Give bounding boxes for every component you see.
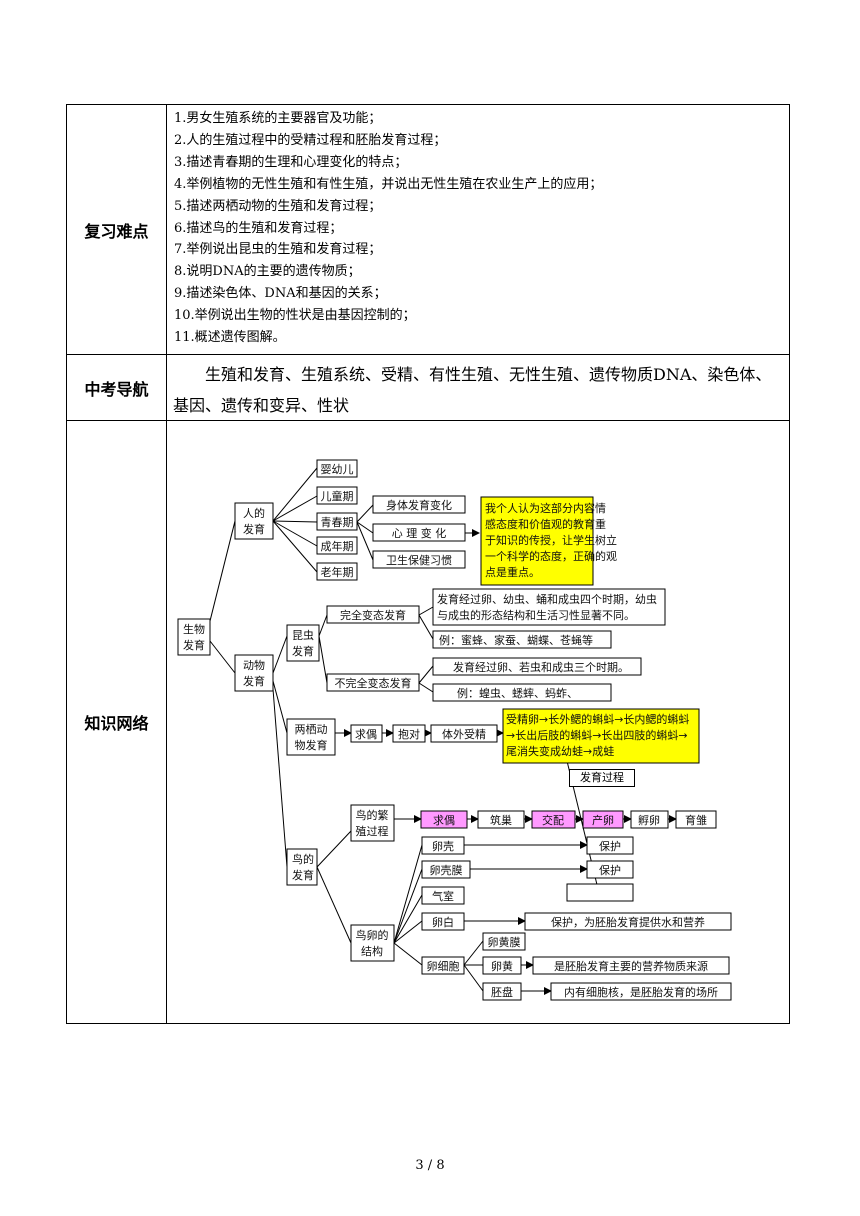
- difficulty-row: 复习难点 1.男女生殖系统的主要器官及功能； 2.人的生殖过程中的受精过程和胚胎…: [67, 105, 789, 355]
- egg-cell: 卵细胞: [427, 960, 460, 973]
- incomplete-metamorphosis: 不完全变态发育: [335, 676, 412, 690]
- human-label-1: 人的: [243, 506, 265, 520]
- mental-change: 心 理 变 化: [392, 526, 447, 540]
- page-number: 3 / 8: [415, 1158, 445, 1173]
- white-function: 保护，为胚胎发育提供水和营养: [551, 915, 705, 929]
- animal-label-1: 动物: [243, 658, 265, 672]
- courtship-bird: 求偶: [433, 814, 455, 827]
- embrace: 抱对: [398, 727, 420, 741]
- external-fertilization: 体外受精: [442, 727, 486, 741]
- protect-shell: 保护: [599, 839, 621, 853]
- insect-label-2: 发育: [292, 644, 314, 658]
- note-line: 点是重点。: [485, 565, 540, 579]
- complete-metamorphosis: 完全变态发育: [340, 608, 406, 622]
- guide-row: 中考导航 生殖和发育、生殖系统、受精、有性生殖、无性生殖、遗传物质DNA、染色体…: [67, 355, 789, 421]
- breed-label-1: 鸟的繁: [356, 808, 389, 822]
- insect-label-1: 昆虫: [292, 629, 314, 642]
- network-row: 知识网络: [67, 421, 789, 1023]
- stage-adult: 成年期: [321, 539, 354, 553]
- shell-membrane: 卵壳膜: [430, 863, 463, 877]
- difficulty-list: 1.男女生殖系统的主要器官及功能； 2.人的生殖过程中的受精过程和胚胎发育过程；…: [167, 105, 789, 357]
- list-item: 7.举例说出昆虫的生殖和发育过程；: [174, 242, 382, 258]
- concept-map-svg: 生物 发育 人的 发育 婴幼儿 儿童期 青春期 成年期 老年期 身体发育变化 心…: [177, 459, 732, 1001]
- note-line: 我个人认为这部分内容情: [485, 501, 606, 515]
- root-label-2: 发育: [183, 638, 205, 652]
- yolk-membrane: 卵黄膜: [488, 935, 521, 949]
- list-item: 11.概述遗传图解。: [174, 330, 286, 346]
- nest-building: 筑巢: [490, 813, 512, 827]
- list-item: 4.举例植物的无性生殖和有性生殖，并说出无性生殖在农业生产上的应用；: [174, 176, 603, 192]
- note-line: 感态度和价值观的教育重: [485, 517, 606, 531]
- root-label-1: 生物: [183, 622, 205, 636]
- frog-stage-1: 受精卵→长外鳃的蝌蚪→长内鳃的蝌蚪: [506, 712, 689, 726]
- hygiene-habit: 卫生保健习惯: [386, 553, 452, 567]
- disc-function: 内有细胞核，是胚胎发育的场所: [564, 985, 718, 999]
- note-line: 一个科学的态度，正确的观: [485, 549, 617, 563]
- egg-label-1: 鸟卵的: [356, 928, 389, 942]
- frog-stage-3: 尾消失变成幼蛙→成蛙: [506, 744, 614, 758]
- network-header: 知识网络: [67, 421, 167, 1023]
- breed-label-2: 殖过程: [356, 825, 389, 838]
- egg-shell: 卵壳: [432, 839, 454, 853]
- amphibian-label-1: 两栖动: [295, 722, 328, 736]
- human-label-2: 发育: [243, 522, 265, 536]
- incomplete-desc: 发育经过卵、若虫和成虫三个时期。: [453, 660, 629, 674]
- chick-rearing: 育雏: [685, 813, 707, 827]
- yolk: 卵黄: [491, 959, 513, 973]
- complete-desc-2: 与成虫的形态结构和生活习性显著不同。: [437, 608, 635, 622]
- stage-puberty: 青春期: [321, 516, 354, 529]
- air-chamber: 气室: [432, 889, 454, 903]
- stage-infant: 婴幼儿: [321, 463, 354, 476]
- list-item: 6.描述鸟的生殖和发育过程；: [174, 220, 343, 236]
- amphibian-label-2: 物发育: [295, 738, 328, 752]
- guide-text: 生殖和发育、生殖系统、受精、有性生殖、无性生殖、遗传物质DNA、染色体、基因、遗…: [173, 365, 772, 415]
- list-item: 5.描述两栖动物的生殖和发育过程；: [174, 198, 382, 214]
- dev-process-box: 发育过程: [569, 769, 635, 787]
- stage-childhood: 儿童期: [321, 489, 354, 503]
- complete-desc-1: 发育经过卵、幼虫、蛹和成虫四个时期，幼虫: [437, 592, 657, 606]
- complete-example: 例：蜜蜂、家蚕、蝴蝶、苍蝇等: [439, 633, 593, 647]
- stage-elderly: 老年期: [321, 565, 354, 579]
- knowledge-map: 生物 发育 人的 发育 婴幼儿 儿童期 青春期 成年期 老年期 身体发育变化 心…: [167, 421, 789, 1023]
- list-item: 9.描述染色体、DNA和基因的关系；: [174, 286, 387, 302]
- list-item: 3.描述青春期的生理和心理变化的特点；: [174, 154, 408, 170]
- incubation: 孵卵: [638, 813, 660, 827]
- difficulty-header: 复习难点: [67, 105, 167, 354]
- mating: 交配: [542, 813, 564, 827]
- list-item: 1.男女生殖系统的主要器官及功能；: [174, 111, 382, 126]
- body-change: 身体发育变化: [386, 498, 452, 512]
- bird-label-2: 发育: [292, 868, 314, 882]
- guide-header: 中考导航: [67, 355, 167, 420]
- list-item: 10.举例说出生物的性状是由基因控制的；: [174, 308, 416, 324]
- protect-membrane: 保护: [599, 863, 621, 877]
- list-item: 8.说明DNA的主要的遗传物质；: [174, 264, 361, 280]
- list-item: 2.人的生殖过程中的受精过程和胚胎发育过程；: [174, 132, 447, 148]
- egg-label-2: 结构: [361, 944, 383, 958]
- yolk-function: 是胚胎发育主要的营养物质来源: [554, 959, 708, 973]
- egg-white: 卵白: [432, 915, 454, 929]
- courtship-amphibian: 求偶: [355, 728, 377, 741]
- review-table: 复习难点 1.男女生殖系统的主要器官及功能； 2.人的生殖过程中的受精过程和胚胎…: [66, 104, 790, 1024]
- note-line: 于知识的传授，让学生树立: [485, 533, 617, 547]
- bird-label-1: 鸟的: [292, 852, 314, 866]
- incomplete-example: 例：蝗虫、蟋蟀、蚂蚱、: [457, 686, 578, 700]
- egg-laying: 产卵: [592, 813, 614, 827]
- frog-stage-2: →长出后肢的蝌蚪→长出四肢的蝌蚪→: [506, 728, 688, 742]
- animal-label-2: 发育: [243, 674, 265, 688]
- germinal-disc: 胚盘: [491, 985, 513, 999]
